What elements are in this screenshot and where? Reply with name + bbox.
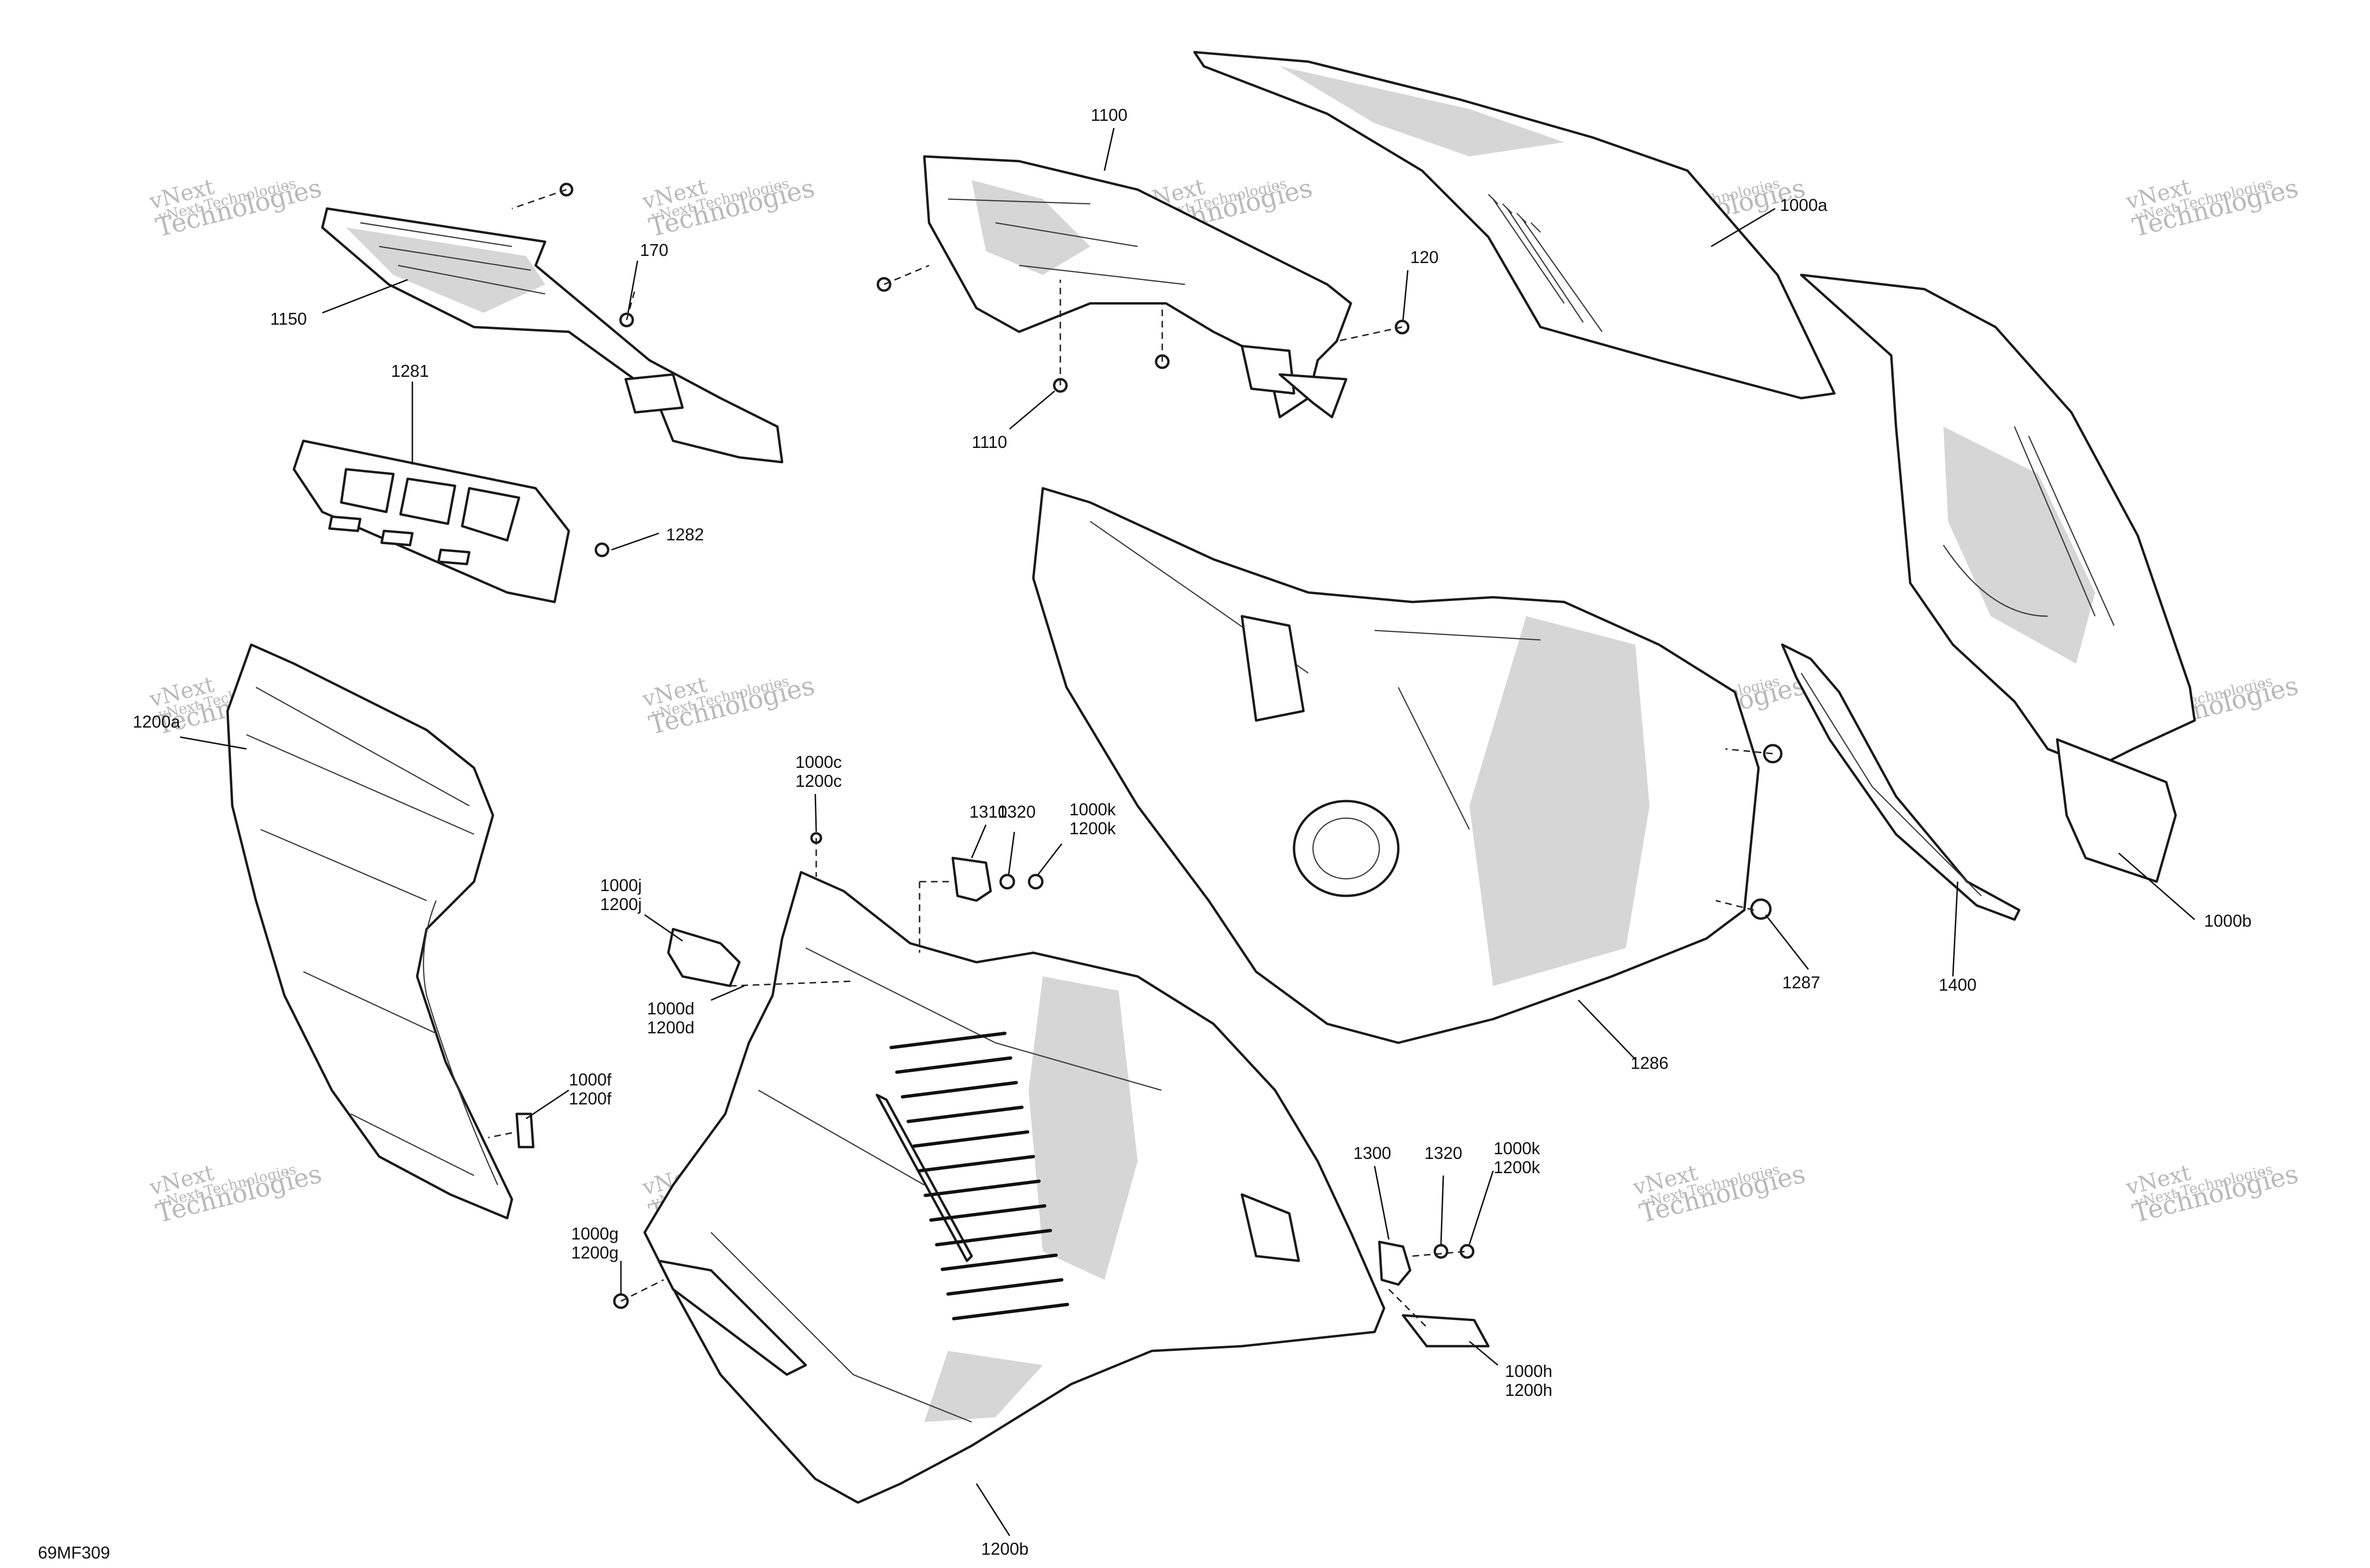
part-1281-grille[interactable] — [292, 439, 570, 603]
callout-1200f: 1200f — [569, 1089, 612, 1108]
assembly-lines — [488, 189, 1773, 1328]
callout-170: 170 — [640, 240, 668, 260]
part-1000b-side-panel[interactable] — [1800, 273, 2196, 883]
leader-lines — [180, 128, 2195, 1536]
part-1320-washer[interactable] — [999, 874, 1015, 890]
part-1282-screw[interactable] — [594, 542, 610, 557]
part-1287-grommet[interactable] — [1750, 898, 1772, 920]
louvre-slat — [918, 1155, 1035, 1173]
callout-1000a: 1000a — [1780, 195, 1828, 215]
callout-labels: 1100 1000a 170 120 1150 1110 1281 1282 1… — [38, 105, 2252, 1562]
callout-1320-upper: 1320 — [998, 802, 1036, 821]
louvre-slat — [940, 1253, 1058, 1271]
part-1200a-side-panel[interactable] — [226, 643, 513, 1220]
louvre-slat — [906, 1105, 1024, 1123]
callout-1200c: 1200c — [795, 771, 842, 791]
callout-1200a: 1200a — [133, 712, 181, 731]
louvre-slat — [952, 1303, 1069, 1321]
callout-1200d: 1200d — [647, 1018, 694, 1037]
louvre-slat — [895, 1056, 1012, 1074]
part-1310-grommet[interactable] — [951, 857, 992, 902]
louvre-slat — [889, 1031, 1007, 1049]
callout-1000k-lower: 1000k — [1494, 1139, 1540, 1158]
callout-1200g: 1200g — [571, 1243, 619, 1262]
part-1000k-screw[interactable] — [1028, 874, 1044, 890]
louvre-slat — [901, 1081, 1018, 1099]
callout-1300: 1300 — [1353, 1143, 1391, 1163]
part-1300-grommet[interactable] — [1378, 1240, 1412, 1286]
callout-1000b: 1000b — [2204, 911, 2252, 930]
callout-1000k-upper: 1000k — [1069, 800, 1116, 819]
callout-1150: 1150 — [270, 309, 307, 328]
callout-120: 120 — [1410, 247, 1439, 267]
callout-1000g: 1000g — [571, 1224, 619, 1243]
louvre-slat — [929, 1204, 1047, 1222]
callout-1100: 1100 — [1091, 105, 1127, 125]
part-1000f-clip[interactable] — [515, 1112, 535, 1149]
callout-1000f: 1000f — [569, 1070, 612, 1089]
louvre-slat — [946, 1278, 1064, 1296]
louvre-slat — [935, 1229, 1052, 1247]
callout-1110: 1110 — [972, 432, 1007, 452]
louvre-slats — [889, 1031, 1069, 1321]
callout-1287: 1287 — [1782, 973, 1820, 992]
callout-1200h: 1200h — [1505, 1380, 1552, 1400]
louvre-slat — [923, 1179, 1041, 1197]
callout-1200k-upper: 1200k — [1069, 819, 1116, 838]
part-1400-strip[interactable] — [1781, 643, 2021, 921]
callout-1282: 1282 — [666, 525, 704, 544]
callout-1200b: 1200b — [981, 1539, 1029, 1559]
figure-code: 69MF309 — [38, 1543, 110, 1562]
part-1320-washer-b[interactable] — [1433, 1244, 1449, 1259]
part-1000a-upper-panel[interactable] — [1193, 51, 1836, 400]
part-1000j-tab[interactable] — [667, 928, 741, 987]
louvre-slat — [912, 1130, 1030, 1148]
callout-1320-lower: 1320 — [1424, 1143, 1462, 1163]
callout-1281: 1281 — [391, 361, 429, 381]
callout-1000c: 1000c — [795, 752, 842, 772]
callout-1286: 1286 — [1631, 1053, 1668, 1073]
part-1286-body-panel[interactable] — [1032, 487, 1760, 1044]
callout-1400: 1400 — [1939, 975, 1977, 994]
part-1000h-clip[interactable] — [1402, 1314, 1490, 1348]
callout-1000h: 1000h — [1505, 1361, 1552, 1381]
callout-1310: 1310 — [969, 802, 1007, 821]
part-1100-console[interactable] — [923, 155, 1352, 419]
part-1150-bracket[interactable] — [321, 207, 784, 464]
callout-1200k-lower: 1200k — [1494, 1158, 1540, 1177]
callout-1000j: 1000j — [600, 875, 642, 895]
callout-1200j: 1200j — [600, 894, 642, 914]
callout-1000d: 1000d — [647, 999, 694, 1018]
